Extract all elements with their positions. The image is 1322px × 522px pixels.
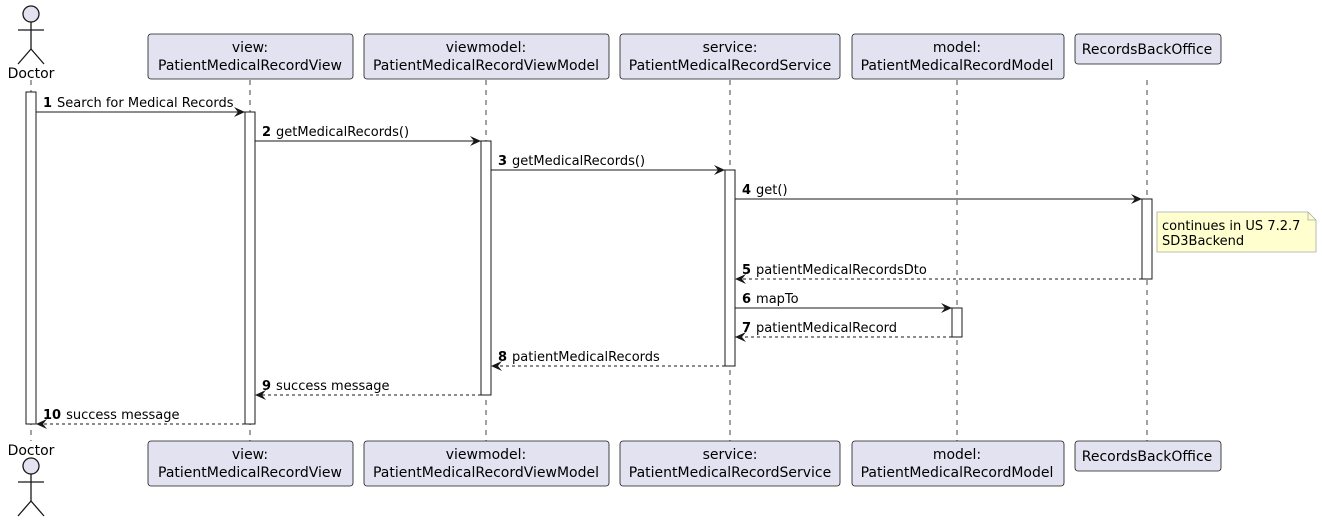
message-text: patientMedicalRecords <box>512 350 660 365</box>
message-number: 10 <box>43 408 61 423</box>
participant-name: Doctor <box>8 443 55 459</box>
participant-name-line: viewmodel: <box>446 447 527 463</box>
message-label: 3 getMedicalRecords() <box>498 154 645 169</box>
participant-backoffice-top: RecordsBackOffice <box>1074 33 1222 65</box>
message-number: 1 <box>43 96 52 111</box>
participant-service-top: service: PatientMedicalRecordService <box>619 33 841 80</box>
message-label: 1 Search for Medical Records <box>43 96 234 111</box>
participant-name-line: PatientMedicalRecordViewModel <box>373 465 599 481</box>
participant-name-line: PatientMedicalRecordViewModel <box>373 58 599 74</box>
message-number: 6 <box>742 292 751 307</box>
activation-bar-view <box>244 111 256 425</box>
participant-name-line: model: <box>933 40 981 56</box>
participant-name-line: PatientMedicalRecordService <box>629 465 832 481</box>
participant-name: Doctor <box>8 66 55 82</box>
message-label: 8 patientMedicalRecords <box>498 350 660 365</box>
message-9: 9 success message <box>255 379 481 400</box>
participant-box <box>619 440 841 487</box>
participant-name-line: service: <box>703 40 758 56</box>
participant-name-line: view: <box>232 40 268 56</box>
note-text-line: SD3Backend <box>1162 234 1244 249</box>
message-text: patientMedicalRecord <box>756 321 897 336</box>
message-label: 9 success message <box>262 379 389 394</box>
participant-name-line: PatientMedicalRecordView <box>158 58 342 74</box>
participant-name-line: PatientMedicalRecordModel <box>861 465 1054 481</box>
message-label: 6 mapTo <box>742 292 799 307</box>
participant-name-line: view: <box>232 447 268 463</box>
participant-model-bottom: model: PatientMedicalRecordModel <box>851 440 1065 487</box>
message-4: 4 get() <box>735 183 1142 204</box>
participant-name-line: PatientMedicalRecordService <box>629 58 832 74</box>
participant-box <box>147 33 354 80</box>
participant-viewmodel-top: viewmodel: PatientMedicalRecordViewModel <box>363 33 610 80</box>
actor-icon <box>17 457 45 517</box>
participant-box <box>1074 440 1222 472</box>
message-7: 7 patientMedicalRecord <box>735 321 952 342</box>
participant-box <box>851 33 1065 80</box>
message-text: getMedicalRecords() <box>276 125 409 140</box>
activation-bar-service <box>724 169 736 367</box>
message-text: success message <box>66 408 179 423</box>
message-10: 10 success message <box>36 408 245 429</box>
participant-box <box>851 440 1065 487</box>
participant-name-line: model: <box>933 447 981 463</box>
message-5: 5 patientMedicalRecordsDto <box>735 263 1142 284</box>
message-number: 3 <box>498 154 507 169</box>
participant-doctor-bottom: Doctor <box>8 443 55 517</box>
message-text: getMedicalRecords() <box>512 154 645 169</box>
message-3: 3 getMedicalRecords() <box>491 154 725 175</box>
activation-bar-model <box>951 307 963 338</box>
message-2: 2 getMedicalRecords() <box>255 125 481 146</box>
message-number: 9 <box>262 379 271 394</box>
message-text: Search for Medical Records <box>57 96 234 111</box>
participant-backoffice-bottom: RecordsBackOffice <box>1074 440 1222 472</box>
message-label: 10 success message <box>43 408 180 423</box>
participant-view-bottom: view: PatientMedicalRecordView <box>147 440 354 487</box>
message-number: 5 <box>742 263 751 278</box>
message-8: 8 patientMedicalRecords <box>491 350 725 371</box>
participant-name-line: PatientMedicalRecordModel <box>861 58 1054 74</box>
message-text: mapTo <box>756 292 799 307</box>
message-label: 2 getMedicalRecords() <box>262 125 409 140</box>
message-text: patientMedicalRecordsDto <box>756 263 927 278</box>
participant-name-line: viewmodel: <box>446 40 527 56</box>
participant-doctor-top: Doctor <box>8 5 55 82</box>
note-box <box>1156 211 1317 253</box>
participant-service-bottom: service: PatientMedicalRecordService <box>619 440 841 487</box>
message-number: 2 <box>262 125 271 140</box>
message-label: 5 patientMedicalRecordsDto <box>742 263 927 278</box>
participant-viewmodel-bottom: viewmodel: PatientMedicalRecordViewModel <box>363 440 610 487</box>
message-text: success message <box>276 379 389 394</box>
participant-name-line: RecordsBackOffice <box>1082 42 1213 58</box>
message-label: 7 patientMedicalRecord <box>742 321 897 336</box>
participant-name-line: RecordsBackOffice <box>1082 449 1213 465</box>
participant-box <box>619 33 841 80</box>
note-text-line: continues in US 7.2.7 <box>1162 219 1300 234</box>
participant-name-line: service: <box>703 447 758 463</box>
activation-bar-backoffice <box>1141 198 1153 280</box>
activation-bar-viewmodel <box>480 140 492 396</box>
participant-box <box>363 440 610 487</box>
note-fold <box>1307 212 1316 221</box>
participant-box <box>1074 33 1222 65</box>
participant-name-line: PatientMedicalRecordView <box>158 465 342 481</box>
participant-view-top: view: PatientMedicalRecordView <box>147 33 354 80</box>
participant-box <box>363 33 610 80</box>
message-number: 4 <box>742 183 751 198</box>
participant-model-top: model: PatientMedicalRecordModel <box>851 33 1065 80</box>
message-number: 8 <box>498 350 507 365</box>
message-number: 7 <box>742 321 751 336</box>
message-1: 1 Search for Medical Records <box>36 96 245 117</box>
message-text: get() <box>756 183 788 198</box>
activation-bar-doctor <box>25 91 37 425</box>
participant-box <box>147 440 354 487</box>
message-label: 4 get() <box>742 183 788 198</box>
actor-icon <box>17 5 45 65</box>
message-6: 6 mapTo <box>735 292 952 313</box>
